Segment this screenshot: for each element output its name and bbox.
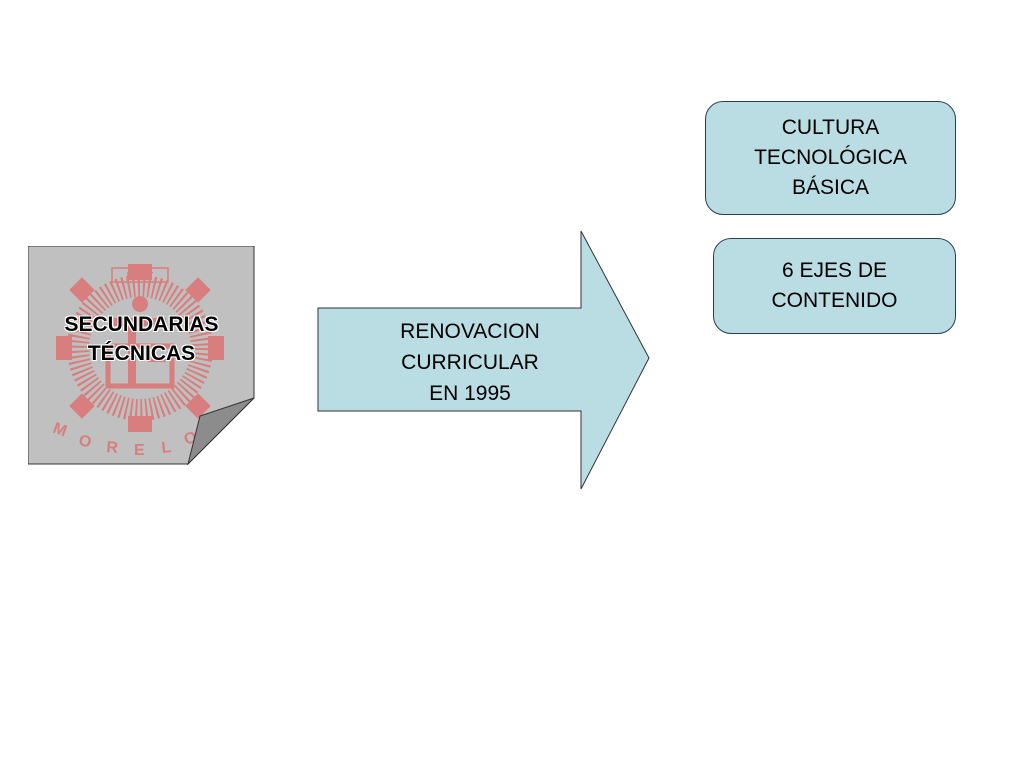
folded-paper-shape: DEST M O R E L O S — [28, 246, 255, 465]
box-line: CULTURA — [781, 116, 880, 139]
block-arrow-shape — [317, 230, 650, 490]
arrow-label-line: CURRICULAR — [401, 351, 539, 374]
box-line: 6 EJES DE — [781, 259, 888, 282]
arrow-label: RENOVACION CURRICULAR EN 1995 — [337, 316, 603, 409]
box-line: BÁSICA — [791, 176, 870, 199]
logo-letter: E — [134, 442, 145, 459]
logo-letter: O — [77, 432, 93, 451]
arrow-label-line: EN 1995 — [429, 382, 511, 405]
card-title-line: SECUNDARIAS — [64, 313, 219, 336]
box-line: CONTENIDO — [771, 289, 898, 312]
logo-letter: L — [161, 439, 173, 457]
folded-corner — [187, 397, 255, 465]
card-title-line: TÉCNICAS — [87, 342, 196, 365]
arrow-label-line: RENOVACION — [400, 320, 540, 343]
secundarias-tecnicas-card: DEST M O R E L O S SECUNDARIAS TÉCNICAS — [28, 246, 255, 465]
logo-top-text: DEST — [127, 271, 154, 282]
dest-logo-icon: DEST M O R E L O S — [51, 264, 224, 459]
ejes-contenido-box: 6 EJES DE CONTENIDO — [713, 238, 956, 334]
cultura-tecnologica-box: CULTURA TECNOLÓGICA BÁSICA — [705, 101, 956, 215]
logo-letter: R — [106, 439, 119, 457]
box-line: TECNOLÓGICA — [754, 146, 907, 169]
renovacion-arrow: RENOVACION CURRICULAR EN 1995 — [317, 230, 651, 490]
card-title: SECUNDARIAS TÉCNICAS — [28, 310, 255, 368]
logo-letter: M — [51, 420, 69, 441]
